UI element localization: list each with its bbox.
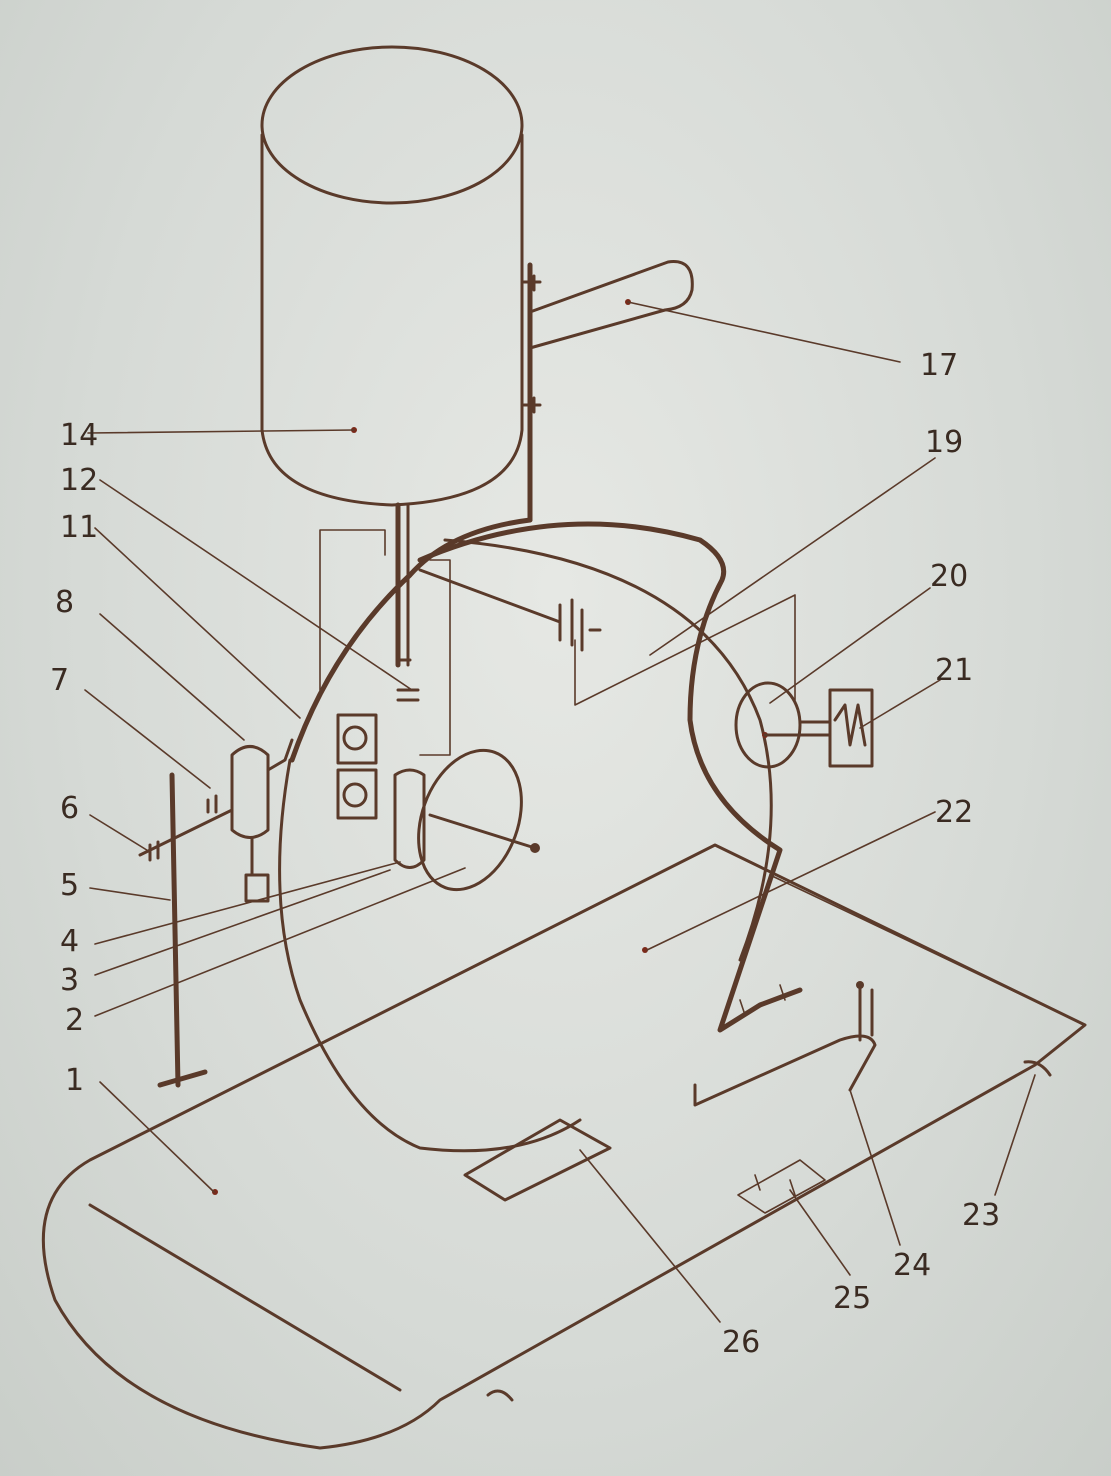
label-1: 1: [65, 1063, 84, 1098]
label-11: 11: [60, 510, 98, 545]
label-3: 3: [60, 963, 79, 998]
label-23: 23: [962, 1198, 1000, 1233]
disc-and-spring: [734, 681, 874, 769]
label-4: 4: [60, 924, 79, 959]
part-labels: 14 17 12 11 19 20 8 21 7 22 6 5 4 3 2 1 …: [50, 348, 1000, 1360]
label-14: 14: [60, 418, 98, 453]
label-21: 21: [935, 653, 973, 688]
label-12: 12: [60, 463, 98, 498]
leader-lines: [84, 301, 1086, 1323]
label-20: 20: [930, 559, 968, 594]
label-17: 17: [920, 348, 958, 383]
label-25: 25: [833, 1281, 871, 1316]
label-2: 2: [65, 1003, 84, 1038]
label-6: 6: [60, 791, 79, 826]
base-plate: [41, 843, 1087, 1450]
rollers: [336, 658, 540, 892]
label-5: 5: [60, 868, 79, 903]
label-19: 19: [925, 425, 963, 460]
handle-arm: [522, 260, 694, 523]
wheel-frame: [278, 517, 803, 1153]
label-22: 22: [935, 795, 973, 830]
label-7: 7: [50, 663, 69, 698]
label-24: 24: [893, 1248, 931, 1283]
label-8: 8: [55, 585, 74, 620]
label-26: 26: [722, 1325, 760, 1360]
bracket-19: [418, 568, 796, 706]
right-parts: [463, 981, 1052, 1402]
motor-cylinder: [260, 45, 524, 507]
